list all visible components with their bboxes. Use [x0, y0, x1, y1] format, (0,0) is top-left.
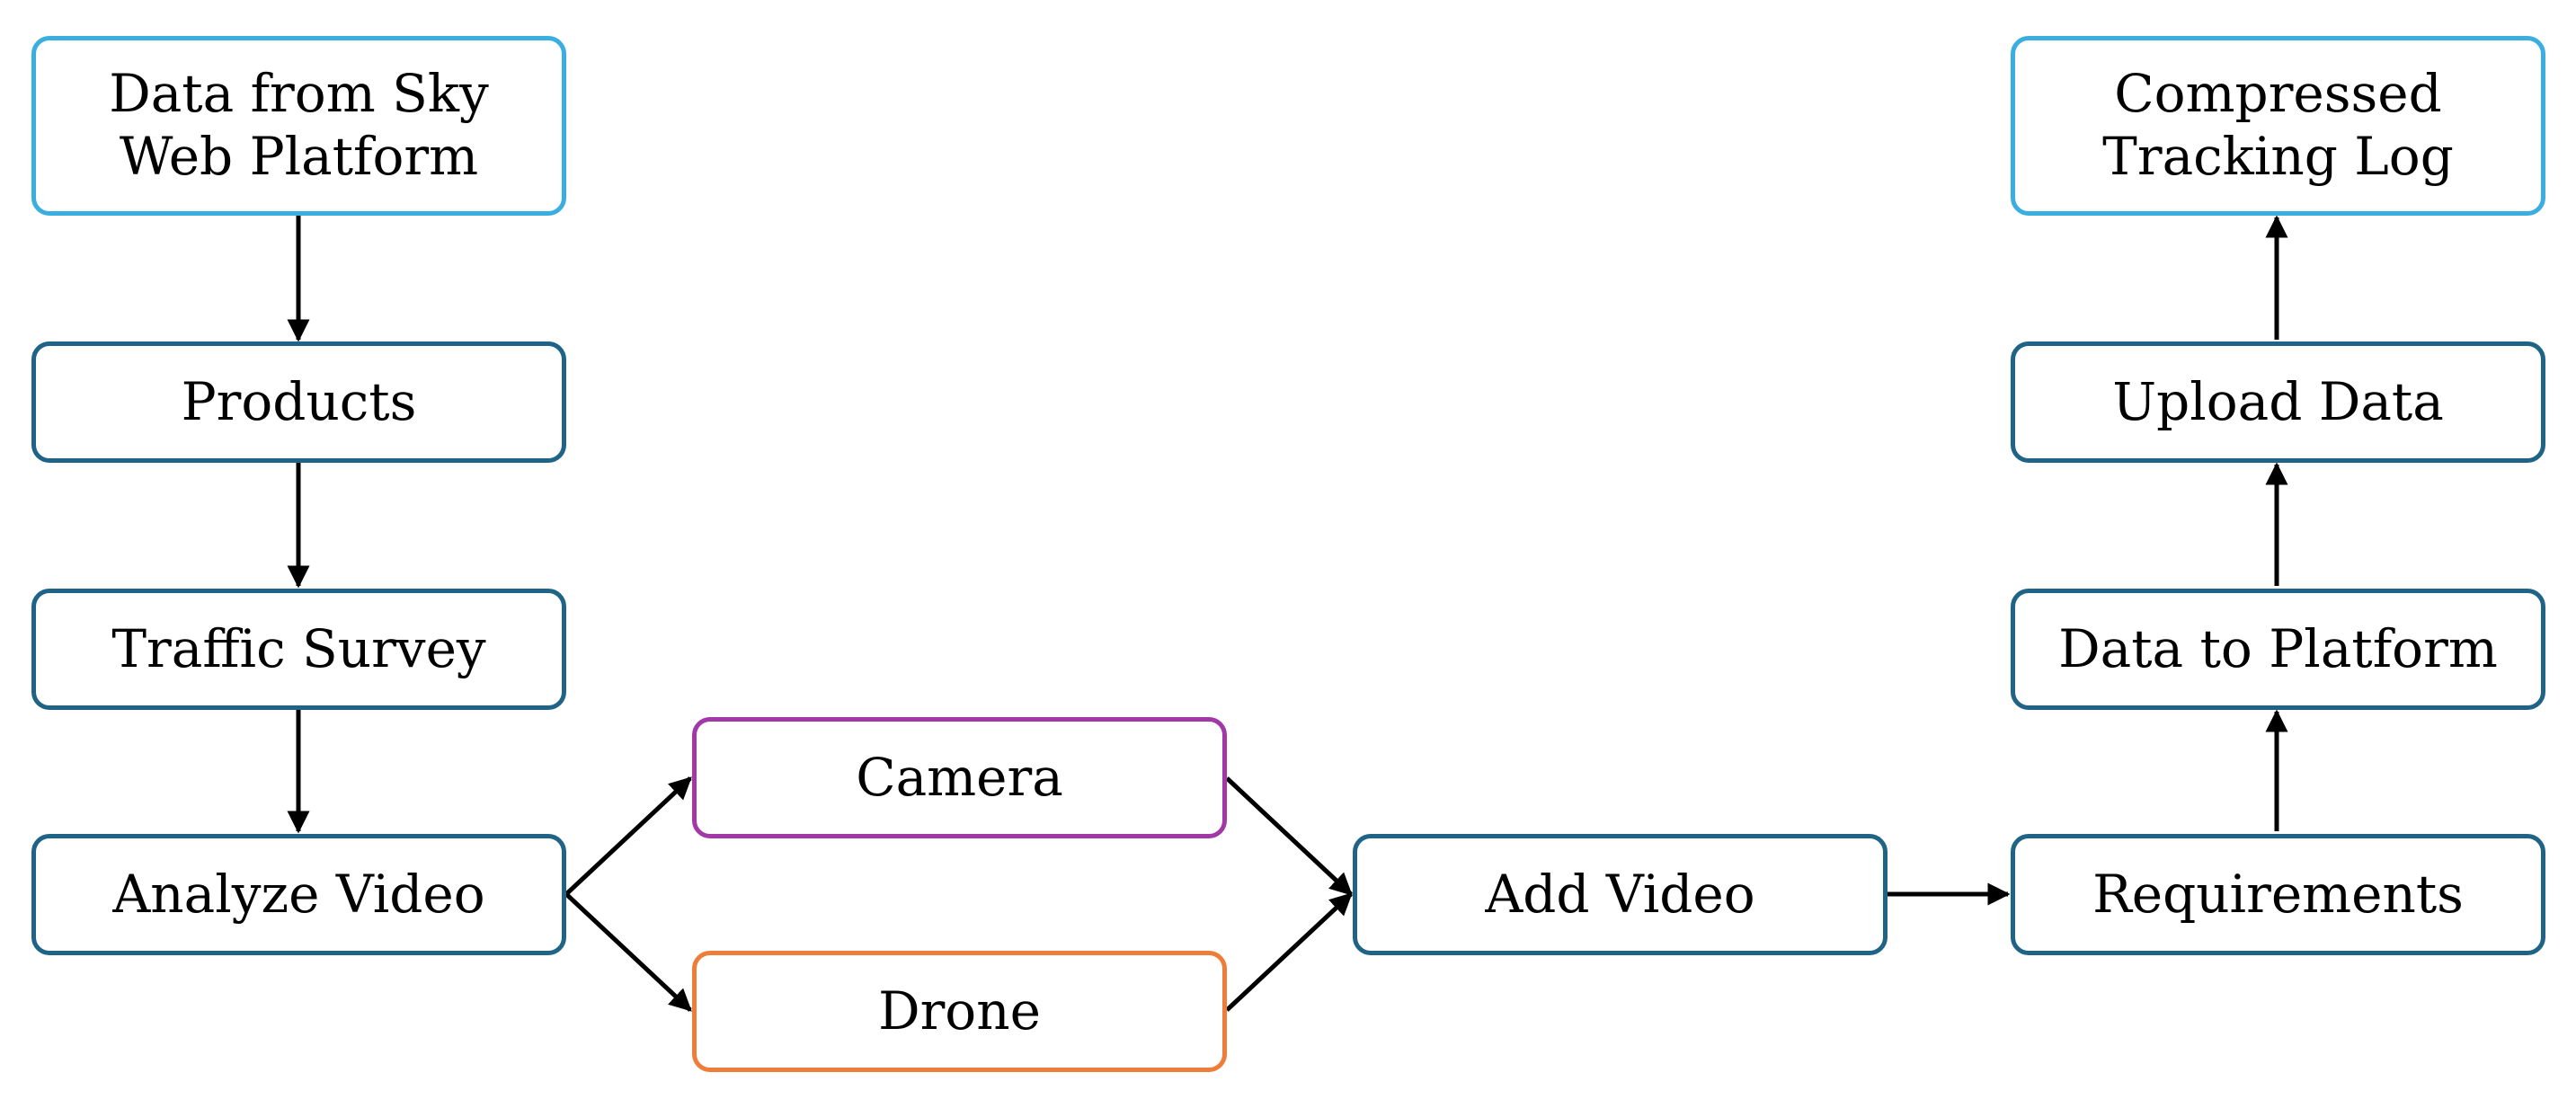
node-label: Traffic Survey — [111, 617, 486, 679]
node-drone: Drone — [692, 951, 1227, 1072]
node-label: Products — [181, 370, 417, 432]
node-label: Camera — [856, 746, 1063, 808]
node-label: Analyze Video — [112, 863, 485, 925]
node-analyze-video: Analyze Video — [31, 834, 566, 955]
arrow-analyzevideo-to-drone — [564, 892, 692, 1012]
arrow-camera-to-addvideo — [1225, 776, 1353, 896]
node-label: Drone — [878, 979, 1041, 1042]
arrow-drone-to-addvideo — [1225, 892, 1353, 1012]
node-traffic-survey: Traffic Survey — [31, 589, 566, 710]
node-label: Data to Platform — [2058, 617, 2498, 679]
node-camera: Camera — [692, 717, 1227, 838]
node-data-from-sky-web-platform: Data from Sky Web Platform — [31, 36, 566, 216]
arrow-analyzevideo-to-camera — [564, 776, 692, 896]
node-label: Add Video — [1485, 863, 1755, 925]
node-label-line1: Data from Sky — [109, 63, 489, 125]
node-label-line2: Tracking Log — [2102, 126, 2454, 187]
node-requirements: Requirements — [2011, 834, 2545, 955]
node-label-line2: Web Platform — [119, 126, 479, 187]
node-data-to-platform: Data to Platform — [2011, 589, 2545, 710]
node-products: Products — [31, 341, 566, 463]
node-label: Upload Data — [2112, 370, 2444, 432]
node-add-video: Add Video — [1353, 834, 1888, 955]
node-label: Requirements — [2092, 863, 2464, 925]
node-label-line1: Compressed — [2114, 63, 2442, 125]
node-compressed-tracking-log: Compressed Tracking Log — [2011, 36, 2545, 216]
node-upload-data: Upload Data — [2011, 341, 2545, 463]
